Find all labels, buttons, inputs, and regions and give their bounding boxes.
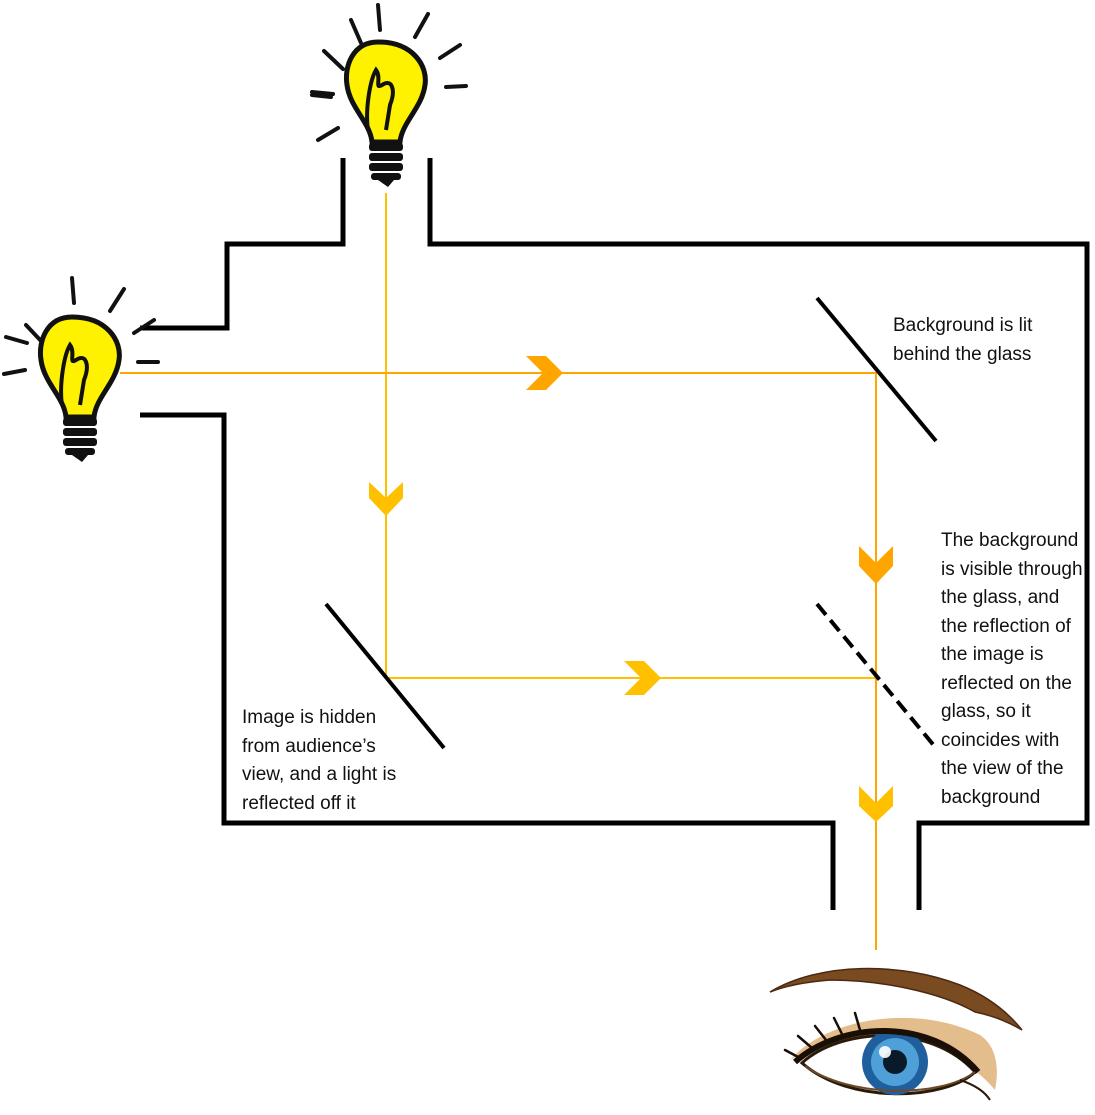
background-lit-label: Background is lit behind the glass [893,312,1032,369]
eye-icon [769,967,1023,1101]
label-line: The background [941,530,1079,551]
ray-arrows [369,356,893,822]
label-line: Background is lit [893,315,1033,336]
label-line: glass, so it [941,701,1031,722]
label-line: reflected on the [941,672,1072,694]
label-line: the reflection of [941,615,1071,637]
background-visible-label: The background is visible through the gl… [941,527,1083,812]
arrow-right-yellow [624,661,661,695]
arrow-down-yellow-lower [859,786,893,822]
background-mirror [815,296,938,443]
label-line: is visible through [941,558,1083,580]
image-mirror [324,602,446,750]
arrow-down-yellow [369,482,403,516]
mirrors [324,296,938,750]
arrow-right-orange [526,356,563,390]
box-outline-lower [140,412,836,910]
label-line: the view of the [941,758,1064,779]
label-line: behind the glass [893,343,1032,365]
image-light-ray [385,193,876,679]
angled-glass [815,602,938,750]
light-bulb-icon [2,276,160,462]
arrow-down-orange [859,546,893,584]
label-line: coincides with [941,729,1060,751]
image-hidden-label: Image is hidden from audience’s view, an… [242,704,396,818]
box-outline-right [427,158,1090,910]
label-line: the glass, and [941,587,1060,608]
label-line: reflected off it [242,792,356,814]
label-line: from audience’s [242,735,376,757]
label-line: view, and a light is [242,764,397,785]
background-light-ray [120,372,877,950]
label-line: Image is hidden [242,707,377,728]
light-bulb-icon [310,3,468,187]
light-rays [120,193,877,950]
label-line: the image is [941,644,1044,665]
box-outline-main [140,158,346,331]
label-line: background [941,786,1041,808]
box-outline [140,158,1090,910]
